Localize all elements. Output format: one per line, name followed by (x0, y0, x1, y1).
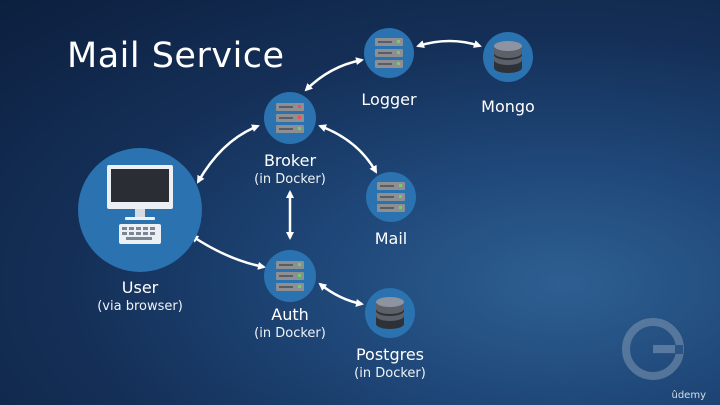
mail-name: Mail (374, 229, 408, 248)
auth-name: Auth (271, 305, 309, 324)
postgres-label: Postgres (in Docker) (340, 345, 440, 383)
mongo-name: Mongo (481, 97, 535, 116)
server-icon (276, 103, 304, 133)
edge-user-auth (190, 234, 266, 270)
logger-name: Logger (361, 90, 417, 109)
edge-logger-mongo (416, 39, 482, 49)
edge-broker-mail (318, 124, 378, 174)
postgres-sub: (in Docker) (354, 366, 426, 381)
user-label: User (via browser) (80, 278, 200, 316)
logger-label: Logger (339, 90, 439, 110)
udemy-watermark: ûdemy (671, 390, 707, 401)
broker-label: Broker (in Docker) (240, 151, 340, 189)
user-sub: (via browser) (97, 299, 183, 314)
diagram-title: Mail Service (67, 36, 285, 76)
broker-sub: (in Docker) (254, 172, 326, 187)
user-name: User (121, 278, 159, 297)
server-icon (375, 38, 403, 68)
database-icon (376, 297, 404, 329)
auth-sub: (in Docker) (254, 326, 326, 341)
edge-broker-logger (304, 57, 364, 92)
edge-user-broker (196, 124, 260, 184)
server-icon (377, 182, 405, 212)
computer-icon (107, 165, 173, 244)
mail-label: Mail (341, 229, 441, 249)
auth-label: Auth (in Docker) (240, 305, 340, 343)
mongo-label: Mongo (458, 97, 558, 117)
logo-icon (622, 318, 684, 380)
database-icon (494, 41, 522, 73)
server-icon (276, 261, 304, 291)
broker-name: Broker (263, 151, 317, 170)
postgres-name: Postgres (355, 345, 425, 364)
edge-auth-postgres (318, 282, 364, 307)
